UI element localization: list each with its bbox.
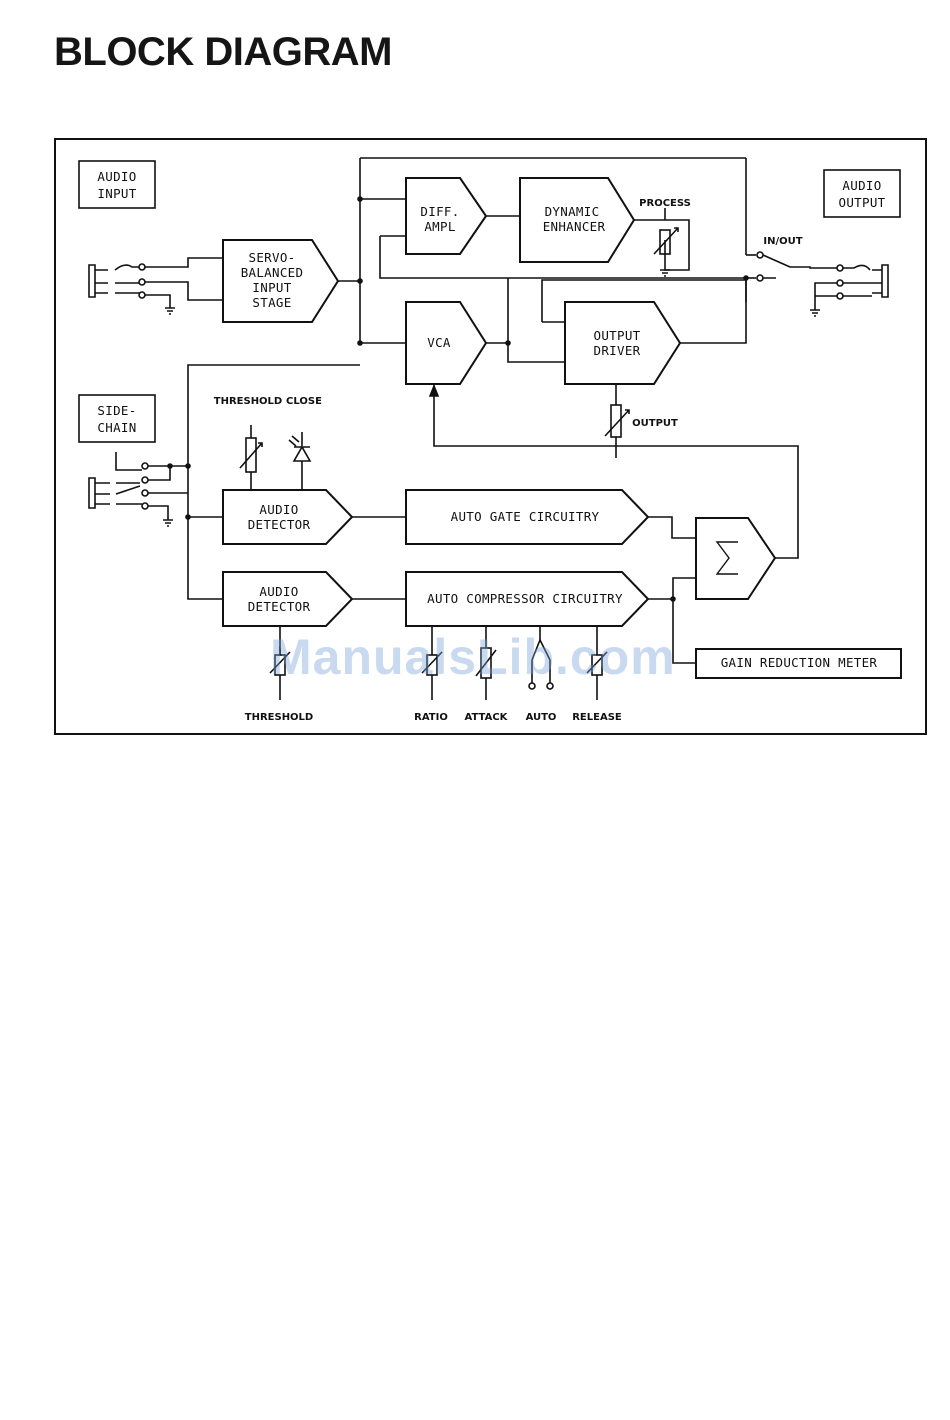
attack-label: ATTACK (465, 712, 509, 723)
auto-label: AUTO (526, 712, 557, 723)
audio-input-label-2: INPUT (97, 186, 136, 201)
auto-compressor-block (405, 571, 650, 627)
auto-gate-block (405, 489, 650, 545)
auto-compressor-label: AUTO COMPRESSOR CIRCUITRY (427, 591, 623, 606)
in-out-switch-icon (762, 254, 791, 279)
sigma-icon (715, 541, 738, 575)
release-pot-icon (586, 651, 608, 674)
dynamic-enhancer-label-1: DYNAMIC (545, 204, 600, 219)
vca-block (405, 301, 488, 385)
audio-detector-2-label-1: AUDIO (259, 584, 298, 599)
ratio-pot-icon (421, 651, 443, 674)
audio-output-label-2: OUTPUT (839, 195, 886, 210)
gain-reduction-meter-label: GAIN REDUCTION METER (721, 655, 878, 670)
threshold-gate-label: THRESHOLD (214, 396, 282, 407)
audio-detector-2-label-2: DETECTOR (248, 599, 311, 614)
threshold-comp-label: THRESHOLD (245, 712, 313, 723)
audio-detector-2-block (222, 571, 354, 627)
output-driver-block (564, 301, 682, 385)
output-pot-label: OUTPUT (632, 418, 678, 429)
audio-output-label-1: AUDIO (842, 178, 881, 193)
in-out-label: IN/OUT (763, 236, 802, 247)
sidechain-label-1: SIDE- (97, 403, 136, 418)
servo-label-3: INPUT (252, 280, 291, 295)
output-pot-icon (604, 409, 630, 437)
vca-label: VCA (427, 335, 451, 350)
auto-gate-label: AUTO GATE CIRCUITRY (451, 509, 600, 524)
audio-input-label-1: AUDIO (97, 169, 136, 184)
input-jack-icon (88, 264, 108, 298)
audio-input-box (78, 160, 156, 209)
close-label: CLOSE (286, 396, 322, 407)
diff-ampl-block (405, 177, 488, 255)
ratio-label: RATIO (414, 712, 448, 723)
audio-output-box (823, 169, 901, 218)
servo-block (222, 239, 340, 323)
sum-block (695, 517, 777, 600)
output-driver-label-2: DRIVER (594, 343, 641, 358)
servo-label-4: STAGE (252, 295, 291, 310)
servo-label-1: SERVO- (249, 250, 296, 265)
sidechain-box (78, 394, 156, 443)
dynamic-enhancer-block (519, 177, 636, 263)
process-pot-icon (653, 227, 679, 255)
sidechain-jack-icon (88, 477, 110, 509)
auto-switch-icon (531, 638, 551, 661)
dynamic-enhancer-label-2: ENHANCER (543, 219, 606, 234)
threshold-comp-pot-icon (269, 651, 291, 674)
process-label: PROCESS (639, 198, 691, 209)
output-jack-icon (872, 264, 889, 298)
output-driver-label-1: OUTPUT (594, 328, 641, 343)
audio-detector-1-label-1: AUDIO (259, 502, 298, 517)
diff-ampl-label-1: DIFF. (420, 204, 459, 219)
audio-detector-1-block (222, 489, 354, 545)
diagram-frame (54, 138, 927, 735)
page-title: BLOCK DIAGRAM (54, 30, 392, 74)
threshold-gate-pot-icon (239, 442, 263, 469)
release-label: RELEASE (572, 712, 622, 723)
diff-ampl-label-2: AMPL (424, 219, 455, 234)
attack-pot-icon (475, 649, 497, 677)
close-led-icon (292, 445, 312, 462)
watermark: ManualsLib.com (270, 629, 676, 685)
sidechain-label-2: CHAIN (97, 420, 136, 435)
audio-detector-1-label-2: DETECTOR (248, 517, 311, 532)
servo-label-2: BALANCED (241, 265, 304, 280)
